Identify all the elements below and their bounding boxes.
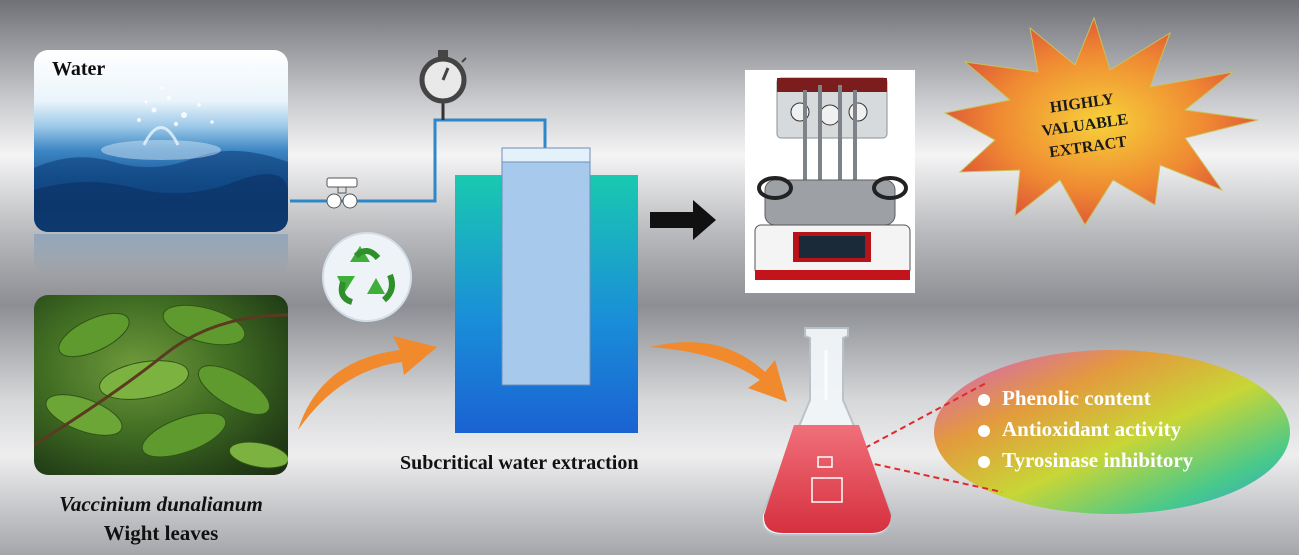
dashed-connector-top [864,381,989,449]
extraction-vessel [455,147,638,433]
bullet-icon [978,456,990,469]
assays-ellipse [934,350,1290,514]
assay-label: Antioxidant activity [1002,417,1182,441]
water-splash-graphic [34,86,288,232]
process-label: Subcritical water extraction [400,452,639,474]
dashed-connector-bottom [864,461,1003,493]
bullet-icon [978,394,990,407]
list-item: Tyrosinase inhibitory [978,445,1193,476]
leaves-graphic [34,304,288,469]
assays-list: Phenolic content Antioxidant activity Ty… [978,383,1193,476]
assay-label: Phenolic content [1002,386,1151,410]
reactor-graphic [754,77,911,280]
pressure-gauge-icon [419,50,467,120]
water-image [34,50,288,232]
water-reflection [34,234,288,274]
leaves-image [34,295,288,475]
plant-part: Wight leaves [103,521,219,545]
erlenmeyer-flask-icon [760,327,894,536]
species-name: Vaccinium dunalianum [59,492,263,516]
arrow-right-icon [650,200,716,240]
water-label: Water [52,58,106,80]
recycle-icon [322,232,412,322]
list-item: Phenolic content [978,383,1193,414]
reactor-image [745,70,915,293]
arrow-leaves-to-vessel [298,336,437,430]
arrow-vessel-to-flask [650,342,787,402]
leaves-caption: Vaccinium dunalianum Wight leaves [34,490,288,548]
valve-icon[interactable] [326,177,358,209]
assay-label: Tyrosinase inhibitory [1002,448,1194,472]
bullet-icon [978,425,990,438]
highlight-starburst [943,16,1259,226]
list-item: Antioxidant activity [978,414,1193,445]
water-pipe [290,118,547,203]
